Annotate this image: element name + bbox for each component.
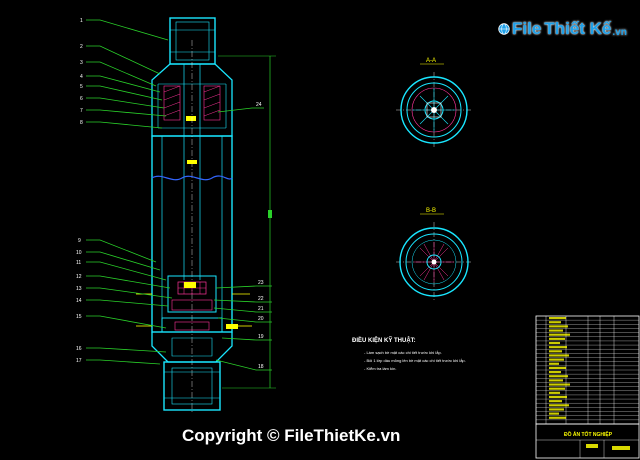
piston-assembly (167, 275, 217, 313)
tech-note-1: - Làm sạch bề mặt các chi tiết trước khi… (364, 350, 442, 355)
part-label: 23 (258, 280, 264, 286)
part-label: 10 (76, 250, 82, 256)
part-label: 2 (80, 44, 83, 50)
part-label: 19 (258, 334, 264, 340)
parts-list-entry (549, 321, 561, 324)
base-valve (161, 317, 238, 333)
parts-list-entry (549, 358, 564, 361)
part-label: 4 (80, 74, 83, 80)
parts-list-entry (549, 379, 563, 382)
parts-list-entry (549, 404, 569, 407)
tech-note-2: - Bôi 1 lớp dầu mỏng lên bề mặt các chi … (364, 358, 466, 363)
parts-list-entry (549, 412, 559, 415)
title-block-caption: ĐỒ ÁN TỐT NGHIỆP (564, 430, 613, 438)
shock-absorber-assembly (136, 17, 252, 412)
part-label: 16 (76, 346, 82, 352)
tech-requirements-title: ĐIỀU KIỆN KỸ THUẬT: (352, 336, 416, 344)
parts-list-entry (549, 341, 560, 345)
parts-list-entry (549, 354, 569, 357)
bottom-mount-eye (163, 361, 221, 411)
part-label: 9 (78, 238, 81, 244)
parts-list-entry (549, 400, 562, 403)
part-label: 14 (76, 298, 82, 304)
parts-list-entry (549, 366, 566, 369)
technical-requirements: ĐIỀU KIỆN KỸ THUẬT: - Làm sạch bề mặt cá… (352, 336, 466, 371)
filethietke-logo[interactable]: File Thiết Kế .vn (498, 14, 627, 44)
title-block: ĐỒ ÁN TỐT NGHIỆP (535, 315, 640, 459)
parts-list-entry (549, 416, 566, 419)
right-part-labels: 24 23 22 21 20 19 18 (256, 102, 264, 370)
part-label: 13 (76, 286, 82, 292)
top-mount-eye (169, 17, 216, 65)
parts-list-entry (549, 383, 570, 386)
part-label: 22 (258, 296, 264, 302)
parts-list-entry (549, 333, 570, 336)
logo-brand-thietke: Thiết Kế (544, 19, 612, 38)
right-leader-lines (213, 107, 272, 371)
section-a-label: A-A (426, 58, 436, 64)
part-label: 17 (76, 358, 82, 364)
overall-length-dimension (218, 55, 276, 389)
section-view-a: A-A (396, 58, 472, 148)
part-label: 15 (76, 314, 82, 320)
part-label: 1 (80, 18, 83, 24)
parts-list-entry (549, 362, 559, 365)
section-view-b: B-B (396, 208, 472, 302)
part-label: 6 (80, 96, 83, 102)
part-label: 12 (76, 274, 82, 280)
parts-list-entry (549, 395, 567, 399)
globe-icon (498, 23, 510, 35)
parts-list-entry (549, 375, 568, 378)
parts-list-entry (549, 371, 561, 374)
parts-list-entry (549, 337, 565, 340)
section-b-label: B-B (426, 208, 436, 214)
part-label: 24 (256, 102, 262, 108)
part-label: 11 (76, 260, 81, 266)
parts-list-entry (549, 325, 568, 328)
parts-list-entry (549, 391, 560, 394)
logo-brand-tld: .vn (612, 27, 627, 38)
part-label: 18 (258, 364, 264, 370)
left-part-labels: 1 2 3 4 5 6 7 8 9 10 11 12 13 14 15 16 1… (76, 18, 83, 364)
tech-note-3: - Kiểm tra làm kín. (364, 366, 396, 371)
bottom-cap (151, 332, 233, 363)
oil-level-marker (187, 160, 197, 164)
part-label: 7 (80, 108, 83, 114)
left-leader-lines (86, 19, 173, 365)
part-label: 20 (258, 316, 264, 322)
logo-brand-file: File (512, 19, 542, 38)
parts-list-entry (549, 346, 567, 349)
part-label: 8 (80, 120, 83, 126)
oil-surface (151, 175, 233, 181)
part-label: 3 (80, 60, 83, 66)
parts-list-entry (549, 408, 564, 411)
seal-marker-top (186, 116, 196, 121)
parts-list-entry (549, 329, 563, 332)
copyright-watermark: Copyright © FileThietKe.vn (182, 426, 401, 445)
parts-list-entry (549, 317, 566, 320)
seal-hatching (163, 85, 221, 121)
part-label: 21 (258, 306, 264, 312)
parts-list-entry (549, 387, 565, 390)
part-label: 5 (80, 84, 83, 90)
parts-list-entry (549, 350, 562, 353)
